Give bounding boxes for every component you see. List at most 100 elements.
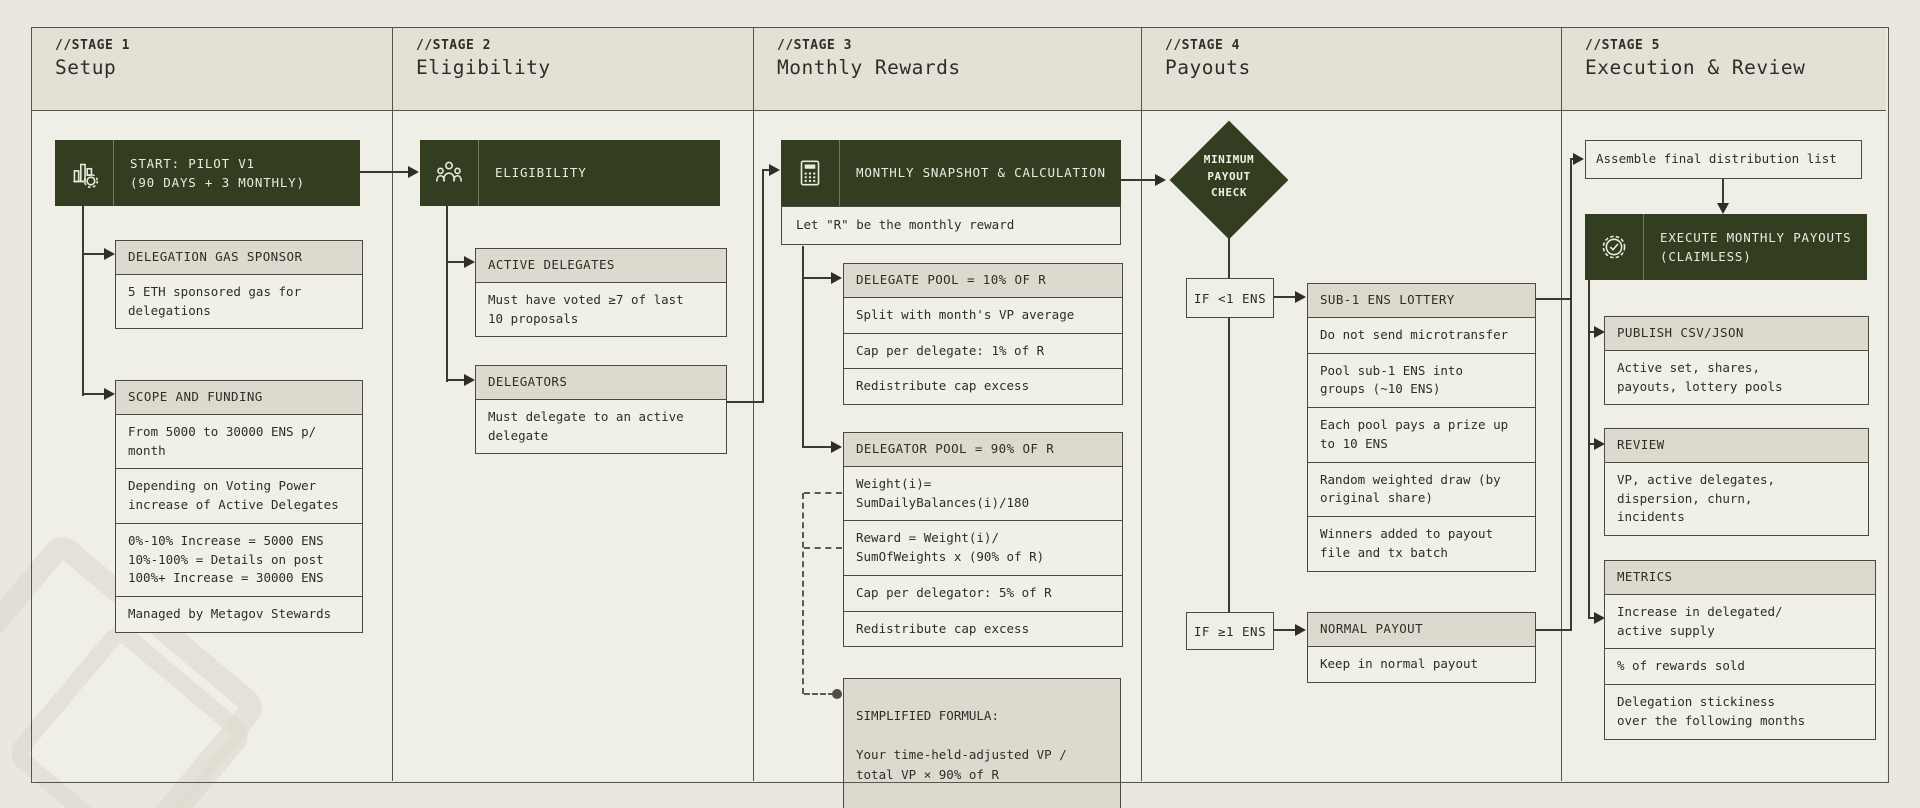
calculator-icon bbox=[781, 140, 840, 206]
connector bbox=[446, 206, 448, 382]
connector bbox=[446, 379, 464, 381]
gas-sponsor-box: DELEGATION GAS SPONSOR 5 ETH sponsored g… bbox=[115, 240, 363, 330]
connector bbox=[725, 401, 764, 403]
stage1-label: //STAGE 1 bbox=[55, 38, 130, 53]
arrowhead bbox=[464, 256, 475, 268]
connector bbox=[802, 446, 832, 448]
connector bbox=[1534, 629, 1572, 631]
active-delegates-header: ACTIVE DELEGATES bbox=[476, 249, 726, 283]
execute-payouts-line2: (CLAIMLESS) bbox=[1660, 249, 1752, 264]
arrowhead bbox=[831, 441, 842, 453]
connector bbox=[1228, 238, 1230, 614]
execute-payouts-node: EXECUTE MONTHLY PAYOUTS (CLAIMLESS) bbox=[1585, 214, 1867, 280]
metrics-row: Delegation stickiness over the following… bbox=[1605, 684, 1875, 739]
delegate-pool-header: DELEGATE POOL = 10% OF R bbox=[844, 264, 1122, 298]
monthly-snapshot-node: MONTHLY SNAPSHOT & CALCULATION bbox=[781, 140, 1121, 206]
delegate-pool-row: Cap per delegate: 1% of R bbox=[844, 332, 1122, 369]
gas-sponsor-header: DELEGATION GAS SPONSOR bbox=[116, 241, 362, 275]
normal-payout-row: Keep in normal payout bbox=[1320, 655, 1479, 671]
start-node: START: PILOT V1 (90 DAYS + 3 MONTHLY) bbox=[55, 140, 360, 206]
eligibility-node-label: ELIGIBILITY bbox=[495, 165, 587, 181]
arrowhead bbox=[408, 166, 419, 178]
connector bbox=[1121, 179, 1156, 181]
stage4-label: //STAGE 4 bbox=[1165, 38, 1240, 53]
lottery-row: Random weighted draw (by original share) bbox=[1308, 461, 1535, 517]
column-divider bbox=[753, 27, 754, 781]
scope-row: Managed by Metagov Stewards bbox=[116, 596, 362, 632]
stage-header-band bbox=[32, 28, 1886, 111]
arrowhead bbox=[1573, 153, 1584, 165]
badge-check-icon bbox=[1585, 214, 1644, 280]
arrowhead bbox=[464, 374, 475, 386]
arrowhead bbox=[1594, 326, 1605, 338]
metrics-header: METRICS bbox=[1605, 561, 1875, 595]
sub1-ens-lottery-box: SUB-1 ENS LOTTERY Do not send microtrans… bbox=[1307, 283, 1536, 572]
scope-row: 0%-10% Increase = 5000 ENS 10%-100% = De… bbox=[116, 522, 362, 596]
connector bbox=[762, 169, 764, 403]
review-box: REVIEW VP, active delegates, dispersion,… bbox=[1604, 428, 1869, 536]
monthly-snapshot-label: MONTHLY SNAPSHOT & CALCULATION bbox=[856, 165, 1106, 181]
connector bbox=[1534, 298, 1572, 300]
review-row: VP, active delegates, dispersion, churn,… bbox=[1617, 471, 1776, 525]
stage4-title: Payouts bbox=[1165, 56, 1251, 79]
connector bbox=[1722, 178, 1724, 204]
connector bbox=[762, 169, 770, 171]
connector bbox=[82, 253, 104, 255]
delegator-pool-row: Weight(i)= SumDailyBalances(i)/180 bbox=[856, 475, 1030, 510]
connector bbox=[82, 206, 84, 396]
execute-payouts-line1: EXECUTE MONTHLY PAYOUTS bbox=[1660, 229, 1852, 245]
connector bbox=[1272, 296, 1296, 298]
connector bbox=[1588, 331, 1595, 333]
publish-box: PUBLISH CSV/JSON Active set, shares, pay… bbox=[1604, 316, 1869, 406]
active-delegates-row: Must have voted ≥7 of last 10 proposals bbox=[488, 291, 684, 326]
dashed-connector bbox=[804, 547, 842, 549]
connector bbox=[1272, 629, 1296, 631]
stage5-label: //STAGE 5 bbox=[1585, 38, 1660, 53]
arrowhead bbox=[1717, 203, 1729, 214]
group-icon bbox=[420, 140, 479, 206]
connector bbox=[446, 261, 464, 263]
delegators-box: DELEGATORS Must delegate to an active de… bbox=[475, 365, 727, 455]
assemble-list-box: Assemble final distribution list bbox=[1585, 140, 1862, 179]
stage3-label: //STAGE 3 bbox=[777, 38, 852, 53]
column-divider bbox=[1561, 27, 1562, 781]
connector bbox=[1588, 280, 1590, 618]
start-node-line2: (90 DAYS + 3 MONTHLY) bbox=[130, 175, 305, 190]
arrowhead bbox=[1594, 438, 1605, 450]
minimum-payout-check-label: MINIMUM PAYOUT CHECK bbox=[1203, 153, 1255, 199]
normal-payout-box: NORMAL PAYOUT Keep in normal payout bbox=[1307, 612, 1536, 683]
simplified-formula-body: Your time-held-adjusted VP / total VP × … bbox=[856, 747, 1067, 782]
scope-row: From 5000 to 30000 ENS p/ month bbox=[128, 423, 317, 458]
eligibility-node: ELIGIBILITY bbox=[420, 140, 720, 206]
dashed-connector bbox=[804, 492, 842, 494]
column-divider bbox=[1141, 27, 1142, 781]
connector bbox=[1570, 158, 1574, 160]
simplified-formula-header: SIMPLIFIED FORMULA: bbox=[856, 708, 999, 724]
connector bbox=[1570, 158, 1572, 631]
stage1-title: Setup bbox=[55, 56, 117, 79]
publish-header: PUBLISH CSV/JSON bbox=[1605, 317, 1868, 351]
publish-row: Active set, shares, payouts, lottery poo… bbox=[1617, 359, 1783, 394]
stage3-title: Monthly Rewards bbox=[777, 56, 961, 79]
normal-payout-header: NORMAL PAYOUT bbox=[1308, 613, 1535, 647]
delegate-pool-row: Redistribute cap excess bbox=[844, 368, 1122, 404]
connector bbox=[802, 246, 804, 447]
branch-if-gte-1-ens: IF ≥1 ENS bbox=[1186, 612, 1274, 650]
connector bbox=[1588, 617, 1595, 619]
sub1-ens-lottery-header: SUB-1 ENS LOTTERY bbox=[1308, 284, 1535, 318]
lottery-row: Pool sub-1 ENS into groups (~10 ENS) bbox=[1308, 352, 1535, 408]
connector bbox=[360, 171, 408, 173]
dashed-connector bbox=[802, 493, 804, 694]
delegator-pool-row: Reward = Weight(i)/ SumOfWeights x (90% … bbox=[844, 520, 1122, 575]
start-node-line1: START: PILOT V1 bbox=[130, 155, 255, 171]
delegator-pool-row: Redistribute cap excess bbox=[844, 610, 1122, 647]
connector bbox=[1588, 443, 1595, 445]
arrowhead bbox=[1594, 612, 1605, 624]
metrics-row: Increase in delegated/ active supply bbox=[1617, 603, 1783, 638]
stage5-title: Execution & Review bbox=[1585, 56, 1806, 79]
stage2-label: //STAGE 2 bbox=[416, 38, 491, 53]
connector bbox=[82, 393, 104, 395]
arrowhead bbox=[831, 272, 842, 284]
scope-funding-box: SCOPE AND FUNDING From 5000 to 30000 ENS… bbox=[115, 380, 363, 633]
scope-row: Depending on Voting Power increase of Ac… bbox=[116, 468, 362, 523]
